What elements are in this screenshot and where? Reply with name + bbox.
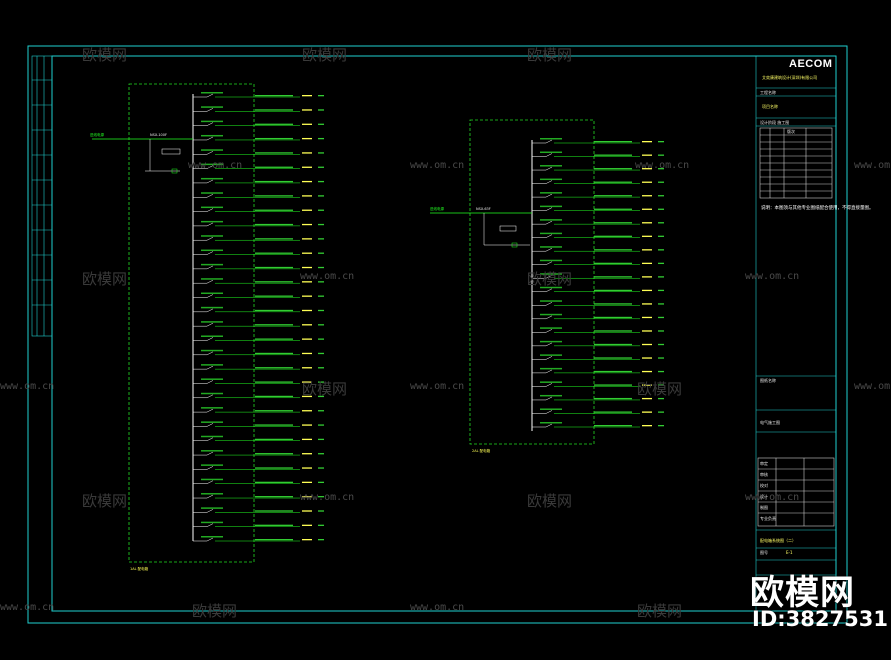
- watermark-id: ID:3827531: [752, 607, 888, 631]
- branch-circuit: [193, 321, 324, 327]
- branch-circuit: [193, 120, 324, 126]
- branch-circuit: [193, 407, 324, 413]
- branch-circuit: [193, 92, 324, 98]
- branch-circuit: [532, 367, 664, 374]
- tb-sign-row: 审核: [760, 472, 768, 477]
- branch-circuit: [193, 536, 324, 542]
- branch-circuit: [532, 422, 664, 428]
- branch-circuit: [532, 300, 664, 306]
- tb-row-label-1: 工程名称: [760, 90, 776, 95]
- branch-circuit: [532, 246, 664, 252]
- right-main-breaker-label: NSX-63F: [476, 207, 491, 211]
- tb-revision-header: 版次: [787, 129, 795, 134]
- branch-circuit: [193, 364, 324, 370]
- tb-note: 说明：本图须与其他专业图纸配合使用，不得直接量图。: [761, 206, 874, 211]
- left-main-breaker-label: NSX-100F: [150, 133, 168, 137]
- branch-circuit: [193, 220, 324, 227]
- tb-row-label-2: 设计阶段 施工图: [760, 120, 790, 125]
- tb-sheet-title: 配电箱系统图（二）: [760, 538, 796, 543]
- branch-circuit: [193, 163, 324, 169]
- branch-circuit: [193, 521, 324, 527]
- branch-circuit: [532, 313, 664, 320]
- right-incoming-label: 进线电源: [430, 207, 444, 211]
- tb-project-label: 电气施工图: [760, 420, 780, 425]
- branch-circuit: [193, 306, 324, 313]
- branch-circuit: [532, 273, 664, 279]
- left-incoming-feeder: [92, 138, 193, 174]
- watermark-logo: 欧模网: [750, 573, 855, 613]
- branch-circuit: [532, 340, 664, 347]
- branch-circuit: [532, 286, 664, 293]
- branch-circuit: [193, 507, 324, 513]
- tb-sheet-label: 图纸名称: [760, 378, 776, 383]
- branch-circuit: [193, 149, 324, 155]
- branch-circuit: [193, 192, 324, 198]
- branch-circuit: [193, 493, 324, 499]
- binding-strip: [31, 55, 53, 337]
- title-block: [755, 56, 836, 611]
- left-incoming-label: 进线电源: [90, 133, 104, 137]
- branch-circuit: [193, 106, 324, 112]
- branch-circuit: [532, 205, 664, 211]
- branch-circuit: [532, 381, 664, 387]
- tb-sheet-no: E-1: [786, 550, 793, 555]
- branch-circuit: [532, 259, 664, 265]
- right-distribution-box: [469, 119, 595, 445]
- right-box-label: 2AL 配电箱: [472, 449, 491, 453]
- tb-sign-row: 校对: [760, 483, 768, 488]
- branch-circuit: [193, 392, 324, 399]
- branch-circuit: [532, 327, 664, 333]
- branch-circuit: [532, 219, 664, 225]
- branch-circuit: [193, 249, 324, 255]
- tb-sign-row: 设计: [760, 494, 768, 499]
- company-logo: AECOM: [789, 58, 833, 70]
- branch-circuit: [532, 178, 664, 184]
- branch-circuit: [193, 335, 324, 341]
- left-distribution-box: [128, 83, 255, 563]
- tb-row-value-1: 项目名称: [762, 104, 778, 109]
- branch-circuit: [193, 134, 324, 141]
- branch-circuit: [532, 394, 664, 401]
- branch-circuit: [193, 378, 324, 384]
- tb-sign-row: 专业负责: [760, 516, 776, 521]
- tb-sheet-no-label: 图号: [760, 550, 768, 555]
- branch-circuit: [193, 450, 324, 456]
- branch-circuit: [532, 232, 664, 238]
- branch-circuit: [532, 354, 664, 360]
- branch-circuit: [193, 421, 324, 427]
- branch-circuit: [532, 165, 664, 171]
- branch-circuit: [193, 478, 324, 484]
- branch-circuit: [193, 235, 324, 241]
- branch-circuit: [193, 263, 324, 270]
- branch-circuit: [193, 177, 324, 184]
- branch-circuit: [193, 278, 324, 284]
- company-name: 艾奕康建筑设计(深圳)有限公司: [762, 75, 818, 80]
- branch-circuit: [532, 151, 664, 157]
- outer-frame: [27, 45, 848, 624]
- branch-circuit: [193, 292, 324, 298]
- right-incoming-feeder: [430, 212, 532, 248]
- branch-circuit: [193, 349, 324, 356]
- left-box-label: 1AL 配电箱: [130, 567, 149, 571]
- branch-circuit: [532, 138, 664, 144]
- branch-circuit: [532, 192, 664, 198]
- branch-circuit: [193, 435, 324, 441]
- branch-circuit: [532, 408, 664, 414]
- branch-circuit: [193, 464, 324, 470]
- branch-circuit: [193, 206, 324, 212]
- tb-sign-row: 审定: [760, 461, 768, 466]
- tb-sign-row: 制图: [760, 505, 768, 510]
